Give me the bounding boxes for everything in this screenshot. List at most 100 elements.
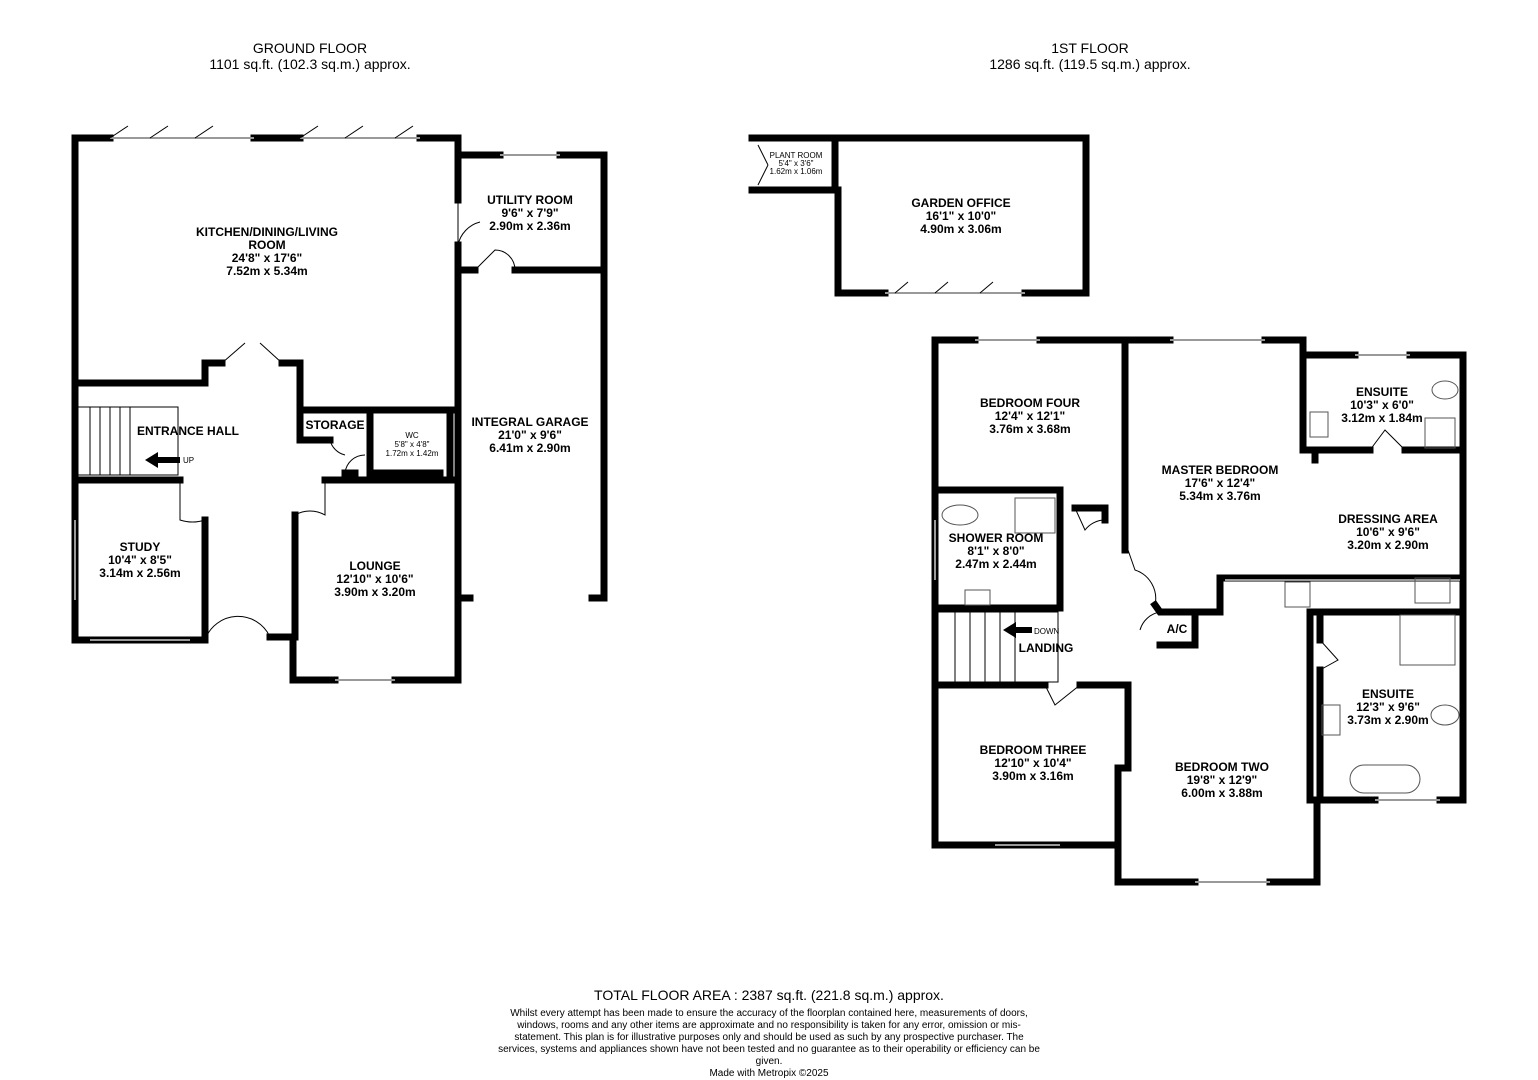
ensuite-two-label: ENSUITE 12'3" x 9'6" 3.73m x 2.90m: [1347, 688, 1428, 727]
ground-stairs: [77, 406, 179, 476]
lounge-label: LOUNGE 12'10" x 10'6" 3.90m x 3.20m: [334, 560, 415, 599]
bed3-imperial: 12'10" x 10'4": [994, 756, 1072, 770]
entrance-label: ENTRANCE HALL: [137, 425, 239, 438]
disclaimer-text: Whilst every attempt has been made to en…: [498, 1008, 1040, 1067]
bed4-metric: 3.76m x 3.68m: [989, 422, 1071, 436]
garage-name: INTEGRAL GARAGE: [471, 415, 589, 429]
storage-name: STORAGE: [305, 418, 365, 432]
garden-office-doors: [757, 144, 1025, 294]
lounge-metric: 3.90m x 3.20m: [334, 585, 416, 599]
toilet-icon: [1431, 380, 1459, 400]
wc-imperial: 5'8" x 4'8": [394, 440, 430, 449]
ac-name: A/C: [1166, 622, 1188, 636]
master-metric: 5.34m x 3.76m: [1179, 489, 1261, 503]
wardrobe-icon: [1414, 577, 1451, 604]
stairs-up-arrow-icon: [145, 452, 180, 468]
bed3-name: BEDROOM THREE: [979, 743, 1087, 757]
lounge-imperial: 12'10" x 10'6": [336, 572, 414, 586]
garden-office-label: GARDEN OFFICE 16'1" x 10'0" 4.90m x 3.06…: [911, 197, 1010, 236]
credit-text: Made with Metropix ©2025: [709, 1068, 829, 1079]
bed4-name: BEDROOM FOUR: [980, 396, 1080, 410]
utility-metric: 2.90m x 2.36m: [489, 219, 571, 233]
shower-room-label: SHOWER ROOM 8'1" x 8'0" 2.47m x 2.44m: [949, 532, 1044, 571]
ground-floor-doors: [179, 200, 516, 641]
bath-icon: [1349, 764, 1421, 794]
total-floor-area: TOTAL FLOOR AREA : 2387 sq.ft. (221.8 sq…: [594, 987, 944, 1003]
wc-name: WC: [405, 431, 419, 440]
garage-label: INTEGRAL GARAGE 21'0" x 9'6" 6.41m x 2.9…: [471, 416, 588, 455]
utility-label: UTILITY ROOM 9'6" x 7'9" 2.90m x 2.36m: [487, 194, 573, 233]
ground-floor-heading: GROUND FLOOR 1101 sq.ft. (102.3 sq.m.) a…: [160, 40, 460, 72]
toilet-icon: [1430, 704, 1460, 726]
master-name: MASTER BEDROOM: [1161, 463, 1279, 477]
plant-room-label: PLANT ROOM 5'4" x 3'6" 1.62m x 1.06m: [770, 152, 823, 176]
kitchen-name-line2: ROOM: [248, 238, 286, 252]
garage-metric: 6.41m x 2.90m: [489, 441, 571, 455]
ac-label: A/C: [1167, 623, 1188, 636]
basin-icon: [1321, 704, 1341, 736]
ensuite1-name: ENSUITE: [1355, 385, 1408, 399]
folding-door-marks: [109, 125, 414, 139]
kitchen-metric: 7.52m x 5.34m: [226, 264, 308, 278]
ensuite-one-label: ENSUITE 10'3" x 6'0" 3.12m x 1.84m: [1341, 386, 1422, 425]
lounge-name: LOUNGE: [349, 559, 401, 573]
first-floor-area: 1286 sq.ft. (119.5 sq.m.) approx.: [989, 56, 1191, 72]
storage-label: STORAGE: [305, 419, 364, 432]
shower-tray-icon: [1399, 614, 1456, 666]
study-metric: 3.14m x 2.56m: [99, 566, 181, 580]
dressing-name: DRESSING AREA: [1338, 512, 1438, 526]
bathroom-fixtures: [941, 380, 1460, 794]
utility-imperial: 9'6" x 7'9": [501, 206, 559, 220]
bed3-metric: 3.90m x 3.16m: [992, 769, 1074, 783]
ground-floor-area: 1101 sq.ft. (102.3 sq.m.) approx.: [209, 56, 411, 72]
first-floor-heading: 1ST FLOOR 1286 sq.ft. (119.5 sq.m.) appr…: [940, 40, 1240, 72]
wc-label: WC 5'8" x 4'8" 1.72m x 1.42m: [386, 431, 439, 458]
ensuite2-imperial: 12'3" x 9'6": [1356, 700, 1420, 714]
stairs-up-label: UP: [183, 456, 195, 465]
ground-floor-windows: [74, 137, 560, 681]
bedroom-two-label: BEDROOM TWO 19'8" x 12'9" 6.00m x 3.88m: [1175, 761, 1269, 800]
garden-office-walls: [748, 134, 1090, 297]
basin-icon: [1309, 411, 1329, 438]
utility-name: UTILITY ROOM: [487, 193, 573, 207]
dressing-area-label: DRESSING AREA 10'6" x 9'6" 3.20m x 2.90m: [1338, 513, 1438, 552]
dressing-imperial: 10'6" x 9'6": [1356, 525, 1420, 539]
shower-imperial: 8'1" x 8'0": [967, 544, 1025, 558]
stairs-down-label: DOWN: [1034, 627, 1060, 636]
bedroom-three-label: BEDROOM THREE 12'10" x 10'4" 3.90m x 3.1…: [980, 744, 1087, 783]
first-floor-doors: [1044, 429, 1406, 706]
shower-tray-icon: [1424, 417, 1456, 449]
garage-imperial: 21'0" x 9'6": [498, 428, 562, 442]
bedroom-four-label: BEDROOM FOUR 12'4" x 12'1" 3.76m x 3.68m: [980, 397, 1080, 436]
first-floor-windows: [934, 339, 1460, 883]
ensuite2-metric: 3.73m x 2.90m: [1347, 713, 1429, 727]
bed4-imperial: 12'4" x 12'1": [994, 409, 1066, 423]
first-floor-title: 1ST FLOOR: [1051, 40, 1129, 56]
garden-office-name: GARDEN OFFICE: [911, 196, 1011, 210]
garden-office-metric: 4.90m x 3.06m: [920, 222, 1002, 236]
shower-metric: 2.47m x 2.44m: [955, 557, 1037, 571]
plant-metric: 1.62m x 1.06m: [769, 167, 823, 176]
landing-label: LANDING: [1019, 642, 1074, 655]
bed2-metric: 6.00m x 3.88m: [1181, 786, 1263, 800]
study-name: STUDY: [119, 540, 161, 554]
kitchen-label: KITCHEN/DINING/LIVING ROOM 24'8" x 17'6"…: [196, 226, 338, 278]
shower-name: SHOWER ROOM: [948, 531, 1044, 545]
plant-name: PLANT ROOM: [769, 151, 823, 160]
toilet-icon: [941, 504, 979, 526]
bed2-name: BEDROOM TWO: [1175, 760, 1269, 774]
garden-office-imperial: 16'1" x 10'0": [925, 209, 997, 223]
kitchen-name-line1: KITCHEN/DINING/LIVING: [195, 225, 339, 239]
shower-tray-icon: [1014, 497, 1056, 534]
entrance-name: ENTRANCE HALL: [137, 424, 239, 438]
master-imperial: 17'6" x 12'4": [1184, 476, 1256, 490]
study-imperial: 10'4" x 8'5": [108, 553, 172, 567]
ground-floor-title: GROUND FLOOR: [252, 40, 368, 56]
ensuite1-imperial: 10'3" x 6'0": [1350, 398, 1414, 412]
bed2-imperial: 19'8" x 12'9": [1186, 773, 1258, 787]
basin-icon: [964, 589, 991, 606]
master-bedroom-label: MASTER BEDROOM 17'6" x 12'4" 5.34m x 3.7…: [1162, 464, 1279, 503]
ensuite1-metric: 3.12m x 1.84m: [1341, 411, 1423, 425]
first-floor-walls: [931, 336, 1467, 886]
